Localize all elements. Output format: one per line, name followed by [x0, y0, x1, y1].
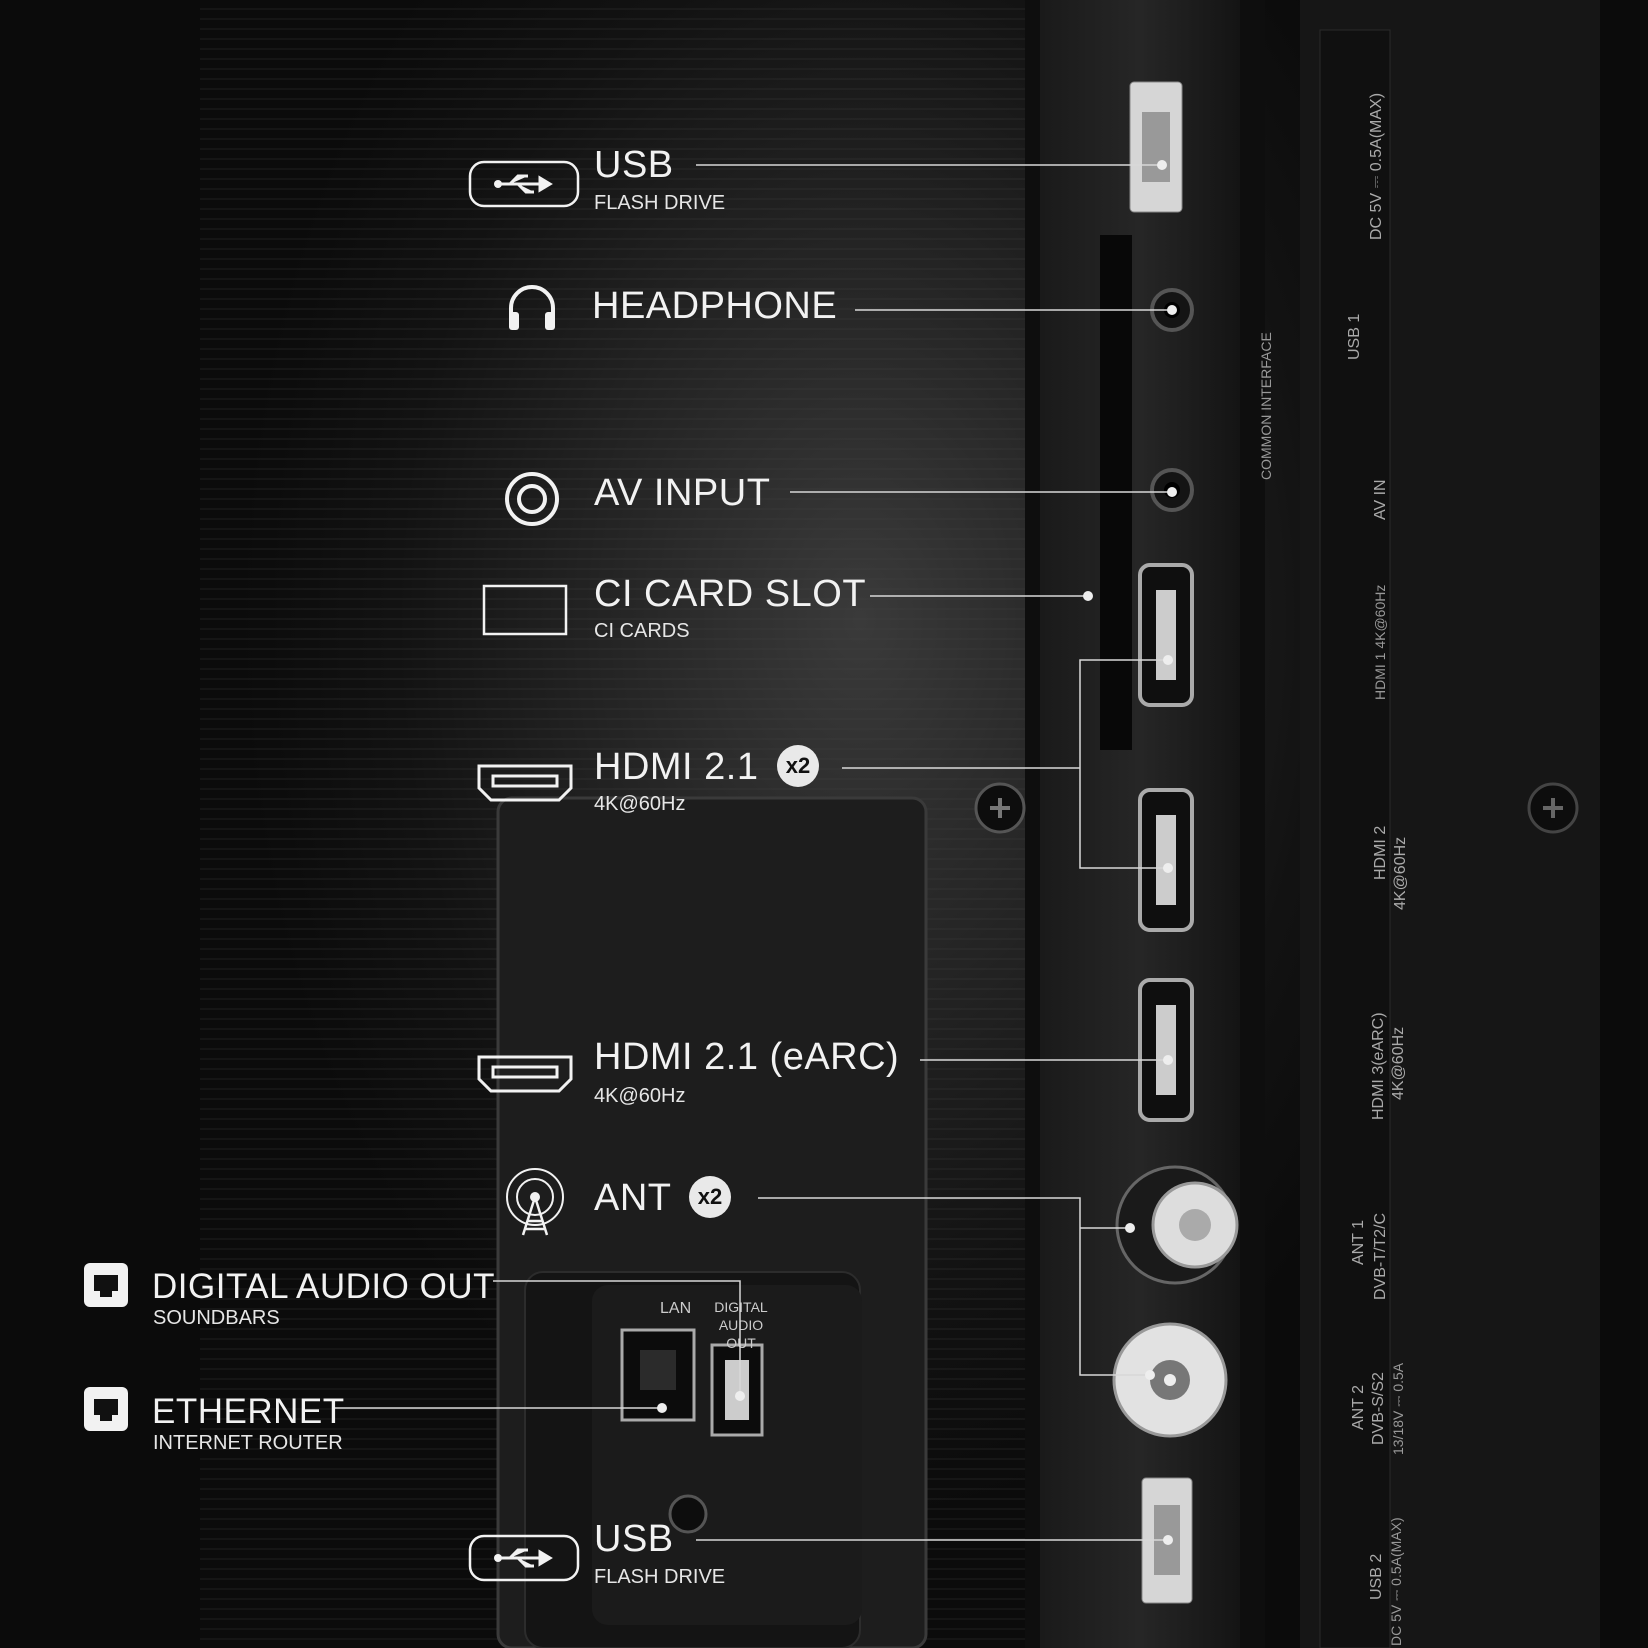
optical-port-icon	[84, 1263, 128, 1307]
usb-bottom-subtitle: FLASH DRIVE	[594, 1566, 726, 1588]
ci-card-title: CI CARD SLOT	[594, 573, 867, 615]
hdmi-earc-title: HDMI 2.1 (eARC)	[594, 1036, 900, 1078]
hdmi-port-1	[1138, 563, 1194, 707]
usb-icon	[468, 1534, 580, 1582]
digital-audio-title: DIGITAL AUDIO OUT	[152, 1267, 495, 1306]
digital-audio-panel-label: DIGITAL AUDIO OUT	[714, 1299, 768, 1351]
hdmi-icon	[477, 764, 573, 802]
antenna-port-1	[1115, 1165, 1239, 1285]
ethernet-subtitle: INTERNET ROUTER	[153, 1432, 343, 1454]
optical-port	[710, 1343, 764, 1437]
antenna-icon	[506, 1168, 564, 1236]
ethernet-title: ETHERNET	[152, 1392, 345, 1431]
antenna-port-2	[1112, 1322, 1228, 1438]
hdmi-icon	[477, 1055, 573, 1093]
hdmi-port-3-earc	[1138, 978, 1194, 1122]
usb-top-title: USB	[594, 144, 674, 186]
hdmi-earc-subtitle: 4K@60Hz	[594, 1085, 686, 1107]
hdmi-port-2	[1138, 788, 1194, 932]
hdmi-title: HDMI 2.1	[594, 746, 759, 788]
digital-audio-subtitle: SOUNDBARS	[153, 1307, 280, 1329]
usb-icon	[468, 160, 580, 208]
ethernet-port-icon	[84, 1387, 128, 1431]
quantity-badge: x2	[689, 1176, 731, 1218]
lan-port	[620, 1328, 696, 1422]
av-input-icon	[505, 472, 559, 526]
ci-card-subtitle: CI CARDS	[594, 620, 690, 642]
av-input-title: AV INPUT	[594, 472, 771, 514]
usb-top-subtitle: FLASH DRIVE	[594, 192, 726, 214]
usb-bottom-title: USB	[594, 1518, 674, 1560]
quantity-badge: x2	[777, 745, 819, 787]
headphone-title: HEADPHONE	[592, 285, 838, 327]
card-slot-icon	[482, 584, 568, 636]
hdmi-subtitle: 4K@60Hz	[594, 793, 686, 815]
screw	[668, 1494, 708, 1534]
headphone-icon	[509, 285, 555, 330]
ant-title: ANT	[594, 1177, 672, 1219]
lan-panel-label: LAN	[660, 1300, 692, 1317]
